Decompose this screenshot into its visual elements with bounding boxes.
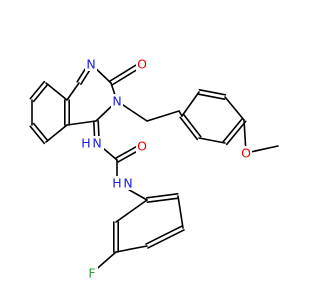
atom-n3: N [111,94,123,109]
double-bond-line [182,113,202,138]
molecule-structure-diagram: N O N H N O H N O F [29,57,279,281]
double-bond-line [32,122,49,142]
double-bond-line [147,229,185,249]
double-bond-line [145,225,183,245]
double-bond-line [146,197,180,203]
single-bond-line [45,124,68,143]
double-bond-line [29,80,46,100]
single-bond-line [146,110,180,122]
double-bond-line [32,83,49,103]
atom-o-carbonyl-ring: O [136,57,148,72]
single-bond-line [177,195,184,229]
single-bond-line [115,199,148,223]
atom-label-layer: N O N H N O H N O F [80,57,252,281]
atom-nh-a: H N [80,136,104,151]
double-bond-line [145,193,179,199]
atom-n1: N [85,57,97,72]
double-bond-line [198,89,227,96]
single-bond-line [66,120,97,126]
atom-o-carbonyl-ring-label: O [137,57,147,72]
single-bond-line [66,82,80,101]
double-bond-line [109,61,142,82]
single-bond-line [198,137,226,144]
atom-o-urea-label: O [137,139,147,154]
atom-nh-b-h-label: H [112,176,121,191]
double-bond-line [29,125,46,145]
single-bond-line [115,245,148,253]
single-bond-line [224,96,245,121]
atom-n1-label: N [86,57,95,72]
atom-nh-a-n-label: N [92,136,101,151]
atom-nh-a-h-label: H [81,136,90,151]
atom-o-methoxy: O [240,146,252,161]
atom-n3-label: N [112,94,121,109]
single-bond-line [178,110,183,117]
atom-nh-b-n-label: N [123,176,132,191]
double-bond-line [225,120,247,146]
single-bond-line [181,91,200,117]
double-bond-line [197,93,226,100]
double-bond-line [179,116,199,141]
atom-f: F [86,266,98,281]
atom-o-methoxy-label: O [241,146,251,161]
atom-f-label: F [88,266,95,281]
atom-nh-b: H N [111,176,135,191]
single-bond-line [45,82,68,101]
double-bond-line [222,117,244,143]
bond-layer [29,61,279,274]
atom-o-urea: O [136,139,148,154]
